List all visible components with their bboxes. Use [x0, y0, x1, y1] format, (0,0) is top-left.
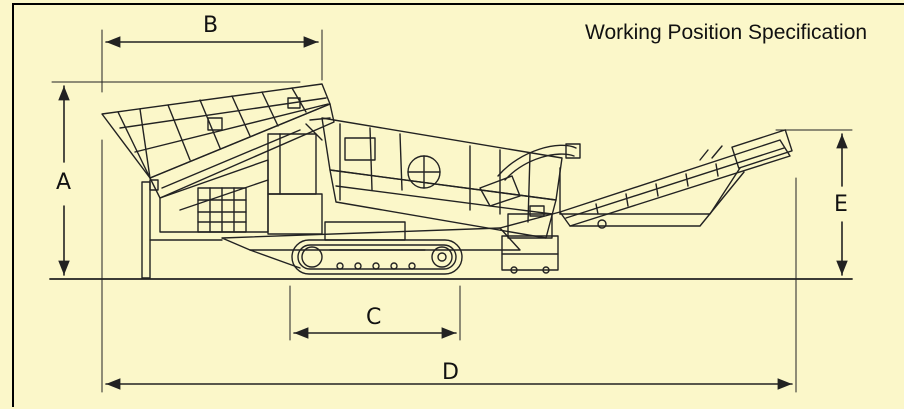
dimension-e	[775, 129, 853, 276]
side-unit	[501, 205, 559, 274]
power-unit	[159, 133, 323, 235]
feed-hopper	[101, 83, 335, 199]
dimension-c	[289, 285, 461, 341]
hydraulics	[497, 143, 581, 215]
dimension-a-label: A	[56, 170, 72, 195]
screening-plant	[101, 83, 793, 279]
dimension-b-label: B	[203, 13, 219, 38]
stockpile-conveyor	[559, 129, 793, 229]
dimension-d	[101, 139, 797, 393]
crawler-track	[291, 239, 463, 275]
screen-box	[305, 117, 563, 239]
dimension-c-label: C	[366, 305, 382, 330]
dimension-e-label: E	[834, 192, 848, 217]
dimension-b	[101, 29, 323, 93]
support-legs	[141, 179, 223, 279]
diagram-title: Working Position Specification	[585, 21, 868, 44]
dimension-d-label: D	[442, 360, 459, 385]
dimension-a	[51, 81, 301, 276]
